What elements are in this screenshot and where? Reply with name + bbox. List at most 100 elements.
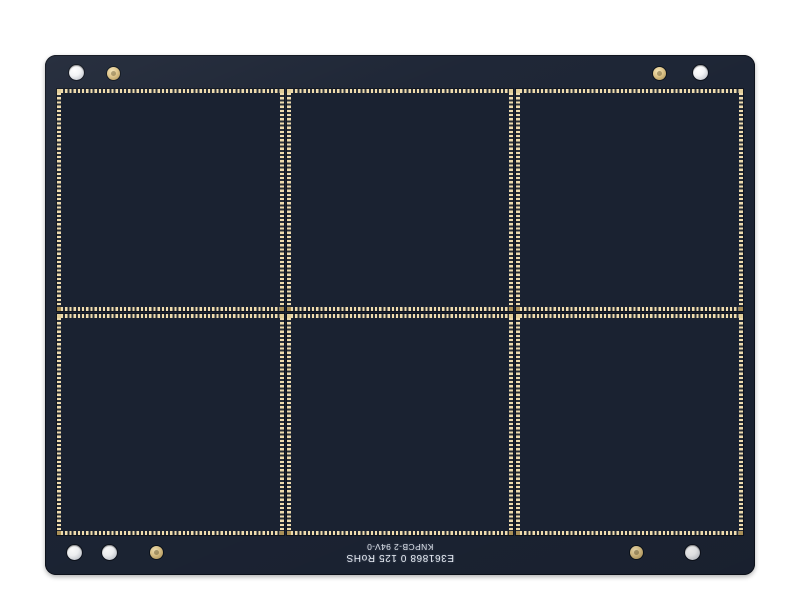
bga-routing-channel [534, 388, 643, 393]
trace-h-3 [421, 437, 496, 439]
trace-h-3 [191, 437, 266, 439]
bga-routing-channel [159, 127, 165, 219]
qfn-leads-left [429, 450, 438, 496]
bga-routing-channel [534, 363, 643, 368]
pad-large-c [707, 197, 717, 211]
bga-routing-channel [534, 164, 643, 169]
edge-fingers-top [66, 94, 201, 101]
perimeter-pads-left [521, 348, 534, 450]
bga-routing-channel [618, 352, 625, 444]
via-field-left [70, 451, 125, 520]
passive-cluster-f [79, 335, 171, 344]
passive-cluster-e [651, 508, 717, 518]
trace-h-3 [651, 437, 725, 439]
passive-cluster-c [644, 445, 653, 505]
castellation-bottom [520, 531, 739, 535]
bga-routing-channel [96, 352, 103, 444]
perimeter-pads-right [496, 110, 509, 228]
passive-cluster-f [308, 110, 400, 120]
passive-cluster-b [187, 428, 244, 437]
perimeter-pads-right [266, 335, 279, 452]
bga-routing-channel [360, 352, 367, 444]
bga-routing-channel [326, 352, 332, 444]
qfn-leads-top [205, 444, 253, 453]
edge-fingers-bottom [66, 522, 275, 529]
passive-cluster-d [722, 453, 731, 509]
bga-routing-channel [534, 414, 643, 419]
unit-artwork [62, 318, 279, 531]
trace-h-1 [183, 187, 270, 188]
bga-routing-channel [360, 127, 367, 219]
qfn-thermal-pad [210, 230, 247, 267]
pad-large-d [109, 329, 121, 338]
bga-routing-channel [326, 127, 332, 219]
trace-h-2 [300, 448, 413, 450]
castellation-top [290, 89, 510, 93]
qfn-leads-left [429, 225, 438, 272]
trace-h-3 [651, 213, 725, 215]
pad-large-c [477, 422, 487, 435]
perimeter-pads-left [62, 123, 74, 226]
passive-cluster-c [644, 220, 653, 281]
pad-large-b [217, 194, 229, 207]
bga-ring-center-void [451, 359, 475, 380]
castellation-left [57, 93, 61, 307]
qfn-leads-right [249, 450, 258, 496]
via-field-mid [360, 451, 413, 520]
qfn-leads-right [479, 225, 488, 272]
castellation-bottom [290, 306, 510, 311]
hole-bottom-left-a [67, 545, 82, 560]
passive-cluster-b [417, 428, 474, 437]
trace-h-1 [642, 411, 730, 413]
pad-large-b [677, 194, 689, 207]
pad-large-a [659, 418, 671, 431]
bga-routing-channel [74, 189, 184, 194]
qfn-leads-top [664, 220, 712, 229]
passive-cluster-b [646, 428, 704, 437]
trace-v-2 [128, 227, 129, 295]
unit-artwork [521, 318, 738, 531]
bga-maze-array [304, 127, 413, 219]
pad-bottom-left [150, 546, 163, 559]
qfn-leads-bottom [205, 268, 253, 277]
pcb-panel-board: E361868 0 125 RoHS KNPCB-2 94V-0 [45, 55, 755, 575]
bga-routing-channel [74, 388, 184, 393]
via-field-mid [131, 227, 184, 295]
passive-cluster-b [187, 203, 244, 213]
hole-bottom-right [685, 545, 700, 560]
qfn-thermal-pad [440, 455, 477, 491]
edge-fingers-top [295, 94, 431, 101]
bga-maze-array [74, 352, 184, 444]
pad-top-right [653, 67, 666, 80]
hole-top-left [69, 65, 84, 80]
qfn-thermal-pad [210, 455, 247, 491]
bga-routing-channel [590, 127, 597, 219]
bga-ring-array [191, 326, 275, 412]
pad-large-d [109, 104, 121, 114]
pad-large-d [339, 329, 351, 338]
qfn-thermal-pad [669, 455, 707, 491]
bga-routing-channel [304, 164, 413, 169]
bga-routing-channel [74, 138, 184, 143]
castellation-top [520, 313, 739, 318]
trace-h-1 [412, 411, 500, 413]
bga-maze-array [534, 352, 643, 444]
bga-ring-center-void [221, 359, 245, 380]
castellation-left [516, 317, 521, 531]
trace-v-1 [415, 106, 416, 188]
bga-routing-channel [534, 138, 643, 143]
edge-fingers-bottom [66, 298, 275, 305]
passive-cluster-b [417, 203, 474, 213]
pad-large-b [217, 418, 229, 431]
pad-large-a [200, 418, 212, 431]
via-field-left [300, 451, 355, 520]
qfn-leads-top [664, 444, 712, 453]
passive-cluster-d [263, 229, 272, 285]
passive-cluster-d [263, 453, 272, 509]
edge-fingers-bottom [295, 298, 504, 305]
castellation-bottom [61, 306, 280, 311]
bga-ring-array [421, 326, 504, 412]
perimeter-pads-left [62, 348, 74, 450]
pad-large-d [568, 104, 580, 114]
castellation-left [286, 317, 291, 531]
